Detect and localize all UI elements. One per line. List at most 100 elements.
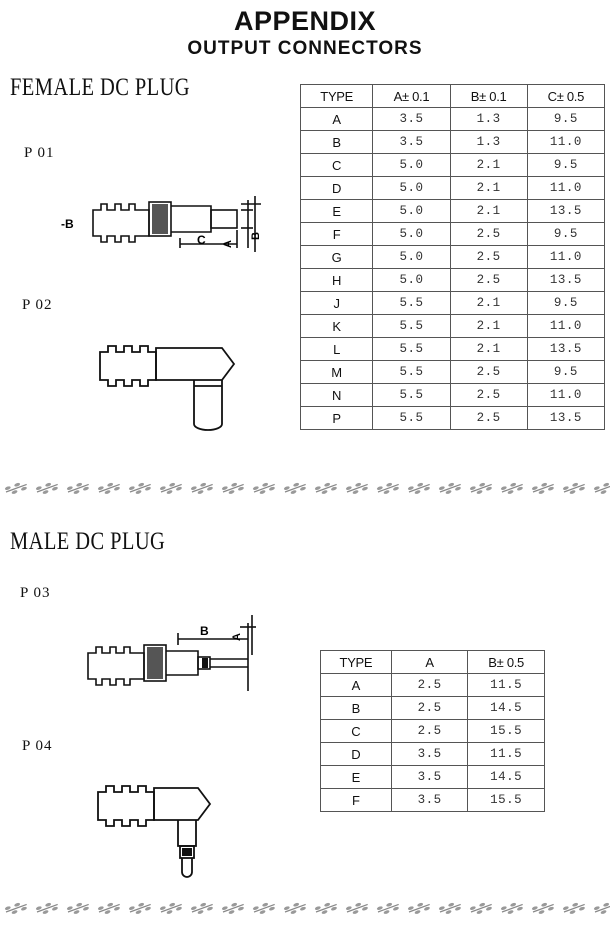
- column-header-b: B± 0.5: [467, 650, 545, 674]
- cell-a: 2.5: [390, 673, 469, 697]
- cell-type: G: [299, 245, 374, 269]
- cell-b: 2.1: [449, 199, 528, 223]
- leaf-ornament: [376, 482, 399, 494]
- column-header-a: A± 0.1: [372, 84, 451, 108]
- cell-a: 5.5: [372, 383, 451, 407]
- model-label-p02: P 02: [22, 297, 53, 313]
- leaf-ornament: [97, 902, 120, 914]
- cell-b: 2.5: [449, 360, 528, 384]
- leaf-ornament: [407, 902, 430, 914]
- dimension-label-a: A: [222, 240, 234, 248]
- leaf-ornament: [159, 482, 182, 494]
- leaf-ornament: [4, 902, 27, 914]
- cell-type: D: [320, 742, 392, 766]
- leaf-ornament: [4, 482, 27, 494]
- cell-a: 5.0: [372, 222, 451, 246]
- column-header-c: C± 0.5: [526, 84, 606, 108]
- leaf-ornament: [438, 482, 461, 494]
- cell-b: 2.5: [449, 245, 528, 269]
- column-header-type: TYPE: [299, 84, 374, 108]
- cell-type: E: [299, 199, 374, 223]
- cell-a: 5.5: [372, 406, 451, 430]
- leaf-ornament: [562, 482, 585, 494]
- dimension-label-b-right: B: [250, 232, 262, 240]
- cell-type: F: [299, 222, 374, 246]
- cell-c: 9.5: [526, 291, 606, 315]
- leaf-ornament: [128, 482, 151, 494]
- cell-b: 2.1: [449, 153, 528, 177]
- ornamental-divider-bottom: [4, 902, 610, 914]
- cell-c: 11.0: [526, 130, 606, 154]
- cell-b: 11.5: [467, 742, 545, 766]
- cell-b: 2.1: [449, 176, 528, 200]
- model-label-p04: P 04: [22, 738, 53, 754]
- page-subtitle: OUTPUT CONNECTORS: [187, 38, 423, 59]
- cell-type: C: [320, 719, 392, 743]
- leaf-ornament: [66, 482, 89, 494]
- male-section-heading: MALE DC PLUG: [10, 528, 166, 555]
- cell-c: 9.5: [526, 153, 606, 177]
- cell-b: 15.5: [467, 719, 545, 743]
- cell-type: E: [320, 765, 392, 789]
- leaf-ornament: [252, 482, 275, 494]
- dimension-label-c: C: [197, 233, 206, 247]
- cell-type: K: [299, 314, 374, 338]
- cell-c: 11.0: [526, 314, 606, 338]
- cell-type: F: [320, 788, 392, 812]
- leaf-ornament: [376, 902, 399, 914]
- leaf-ornament: [283, 902, 306, 914]
- leaf-ornament: [221, 482, 244, 494]
- cell-a: 3.5: [372, 130, 451, 154]
- leaf-ornament: [500, 482, 523, 494]
- model-label-p03: P 03: [20, 585, 51, 601]
- cell-b: 2.1: [449, 291, 528, 315]
- page-title: APPENDIX: [233, 6, 377, 36]
- female-right-angle-plug-diagram: [99, 345, 236, 431]
- cell-c: 11.0: [526, 176, 606, 200]
- cell-a: 3.5: [372, 107, 451, 131]
- cell-b: 11.5: [467, 673, 545, 697]
- leaf-ornament: [252, 902, 275, 914]
- cell-type: A: [299, 107, 374, 131]
- leaf-ornament: [190, 482, 213, 494]
- leaf-ornament: [531, 902, 554, 914]
- cell-b: 1.3: [449, 107, 528, 131]
- leaf-ornament: [469, 482, 492, 494]
- cell-a: 3.5: [390, 742, 469, 766]
- cell-a: 5.0: [372, 199, 451, 223]
- column-header-b: B± 0.1: [449, 84, 528, 108]
- cell-c: 9.5: [526, 222, 606, 246]
- cell-c: 13.5: [526, 268, 606, 292]
- cell-a: 5.0: [372, 176, 451, 200]
- leaf-ornament: [562, 902, 585, 914]
- model-label-p01: P 01: [24, 145, 55, 161]
- leaf-ornament: [593, 902, 610, 914]
- cell-c: 11.0: [526, 245, 606, 269]
- leaf-ornament: [531, 482, 554, 494]
- cell-type: B: [299, 130, 374, 154]
- cell-b: 1.3: [449, 130, 528, 154]
- ornamental-divider-top: [4, 482, 610, 494]
- leaf-ornament: [407, 482, 430, 494]
- leaf-ornament: [97, 482, 120, 494]
- cell-a: 3.5: [390, 788, 469, 812]
